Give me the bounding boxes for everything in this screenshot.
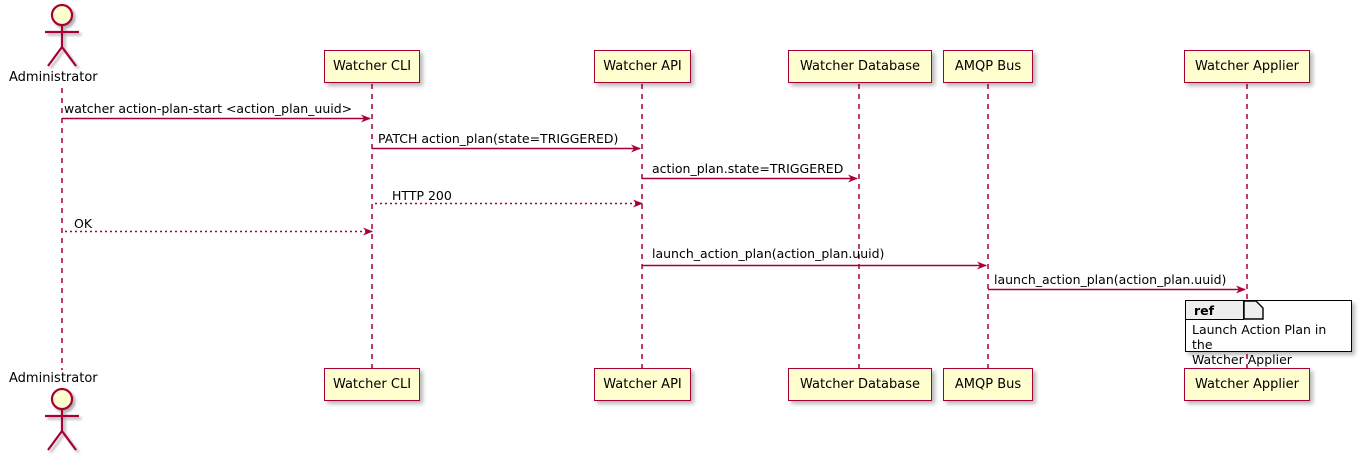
actor-figure-bottom [45, 387, 79, 451]
participant-watcher-api-top[interactable]: Watcher API [594, 50, 691, 83]
ref-fragment-tab-label: ref [1186, 301, 1244, 320]
participant-watcher-applier-top[interactable]: Watcher Applier [1184, 50, 1310, 83]
lifelines [61, 84, 1248, 370]
participant-watcher-database-top[interactable]: Watcher Database [788, 50, 932, 83]
ref-fragment-line-1: Launch Action Plan in the [1192, 322, 1327, 352]
message-label-4: OK [74, 216, 93, 231]
participant-watcher-applier-bottom[interactable]: Watcher Applier [1184, 368, 1310, 401]
message-label-3: HTTP 200 [392, 188, 452, 203]
participant-amqp-bus-top[interactable]: AMQP Bus [943, 50, 1033, 83]
message-label-2: action_plan.state=TRIGGERED [652, 161, 844, 176]
ref-fragment-body: Launch Action Plan in the Watcher Applie… [1192, 322, 1347, 367]
message-label-0: watcher action-plan-start <action_plan_u… [64, 101, 353, 116]
ref-tab-corner-icon [1244, 301, 1264, 320]
ref-fragment-line-2: Watcher Applier [1192, 352, 1292, 367]
ref-fragment: ref Launch Action Plan in the Watcher Ap… [1185, 300, 1352, 367]
participant-watcher-cli-bottom[interactable]: Watcher CLI [324, 368, 420, 401]
message-label-6: launch_action_plan(action_plan.uuid) [994, 272, 1227, 287]
participant-amqp-bus-bottom[interactable]: AMQP Bus [943, 368, 1033, 401]
participant-watcher-database-bottom[interactable]: Watcher Database [788, 368, 932, 401]
message-label-1: PATCH action_plan(state=TRIGGERED) [378, 131, 619, 146]
actor-label-top: Administrator [9, 70, 98, 85]
participant-watcher-cli-top[interactable]: Watcher CLI [324, 50, 420, 83]
message-label-5: launch_action_plan(action_plan.uuid) [652, 246, 885, 261]
actor-figure-top [45, 3, 79, 67]
participant-watcher-api-bottom[interactable]: Watcher API [594, 368, 691, 401]
actor-label-bottom: Administrator [9, 371, 98, 386]
